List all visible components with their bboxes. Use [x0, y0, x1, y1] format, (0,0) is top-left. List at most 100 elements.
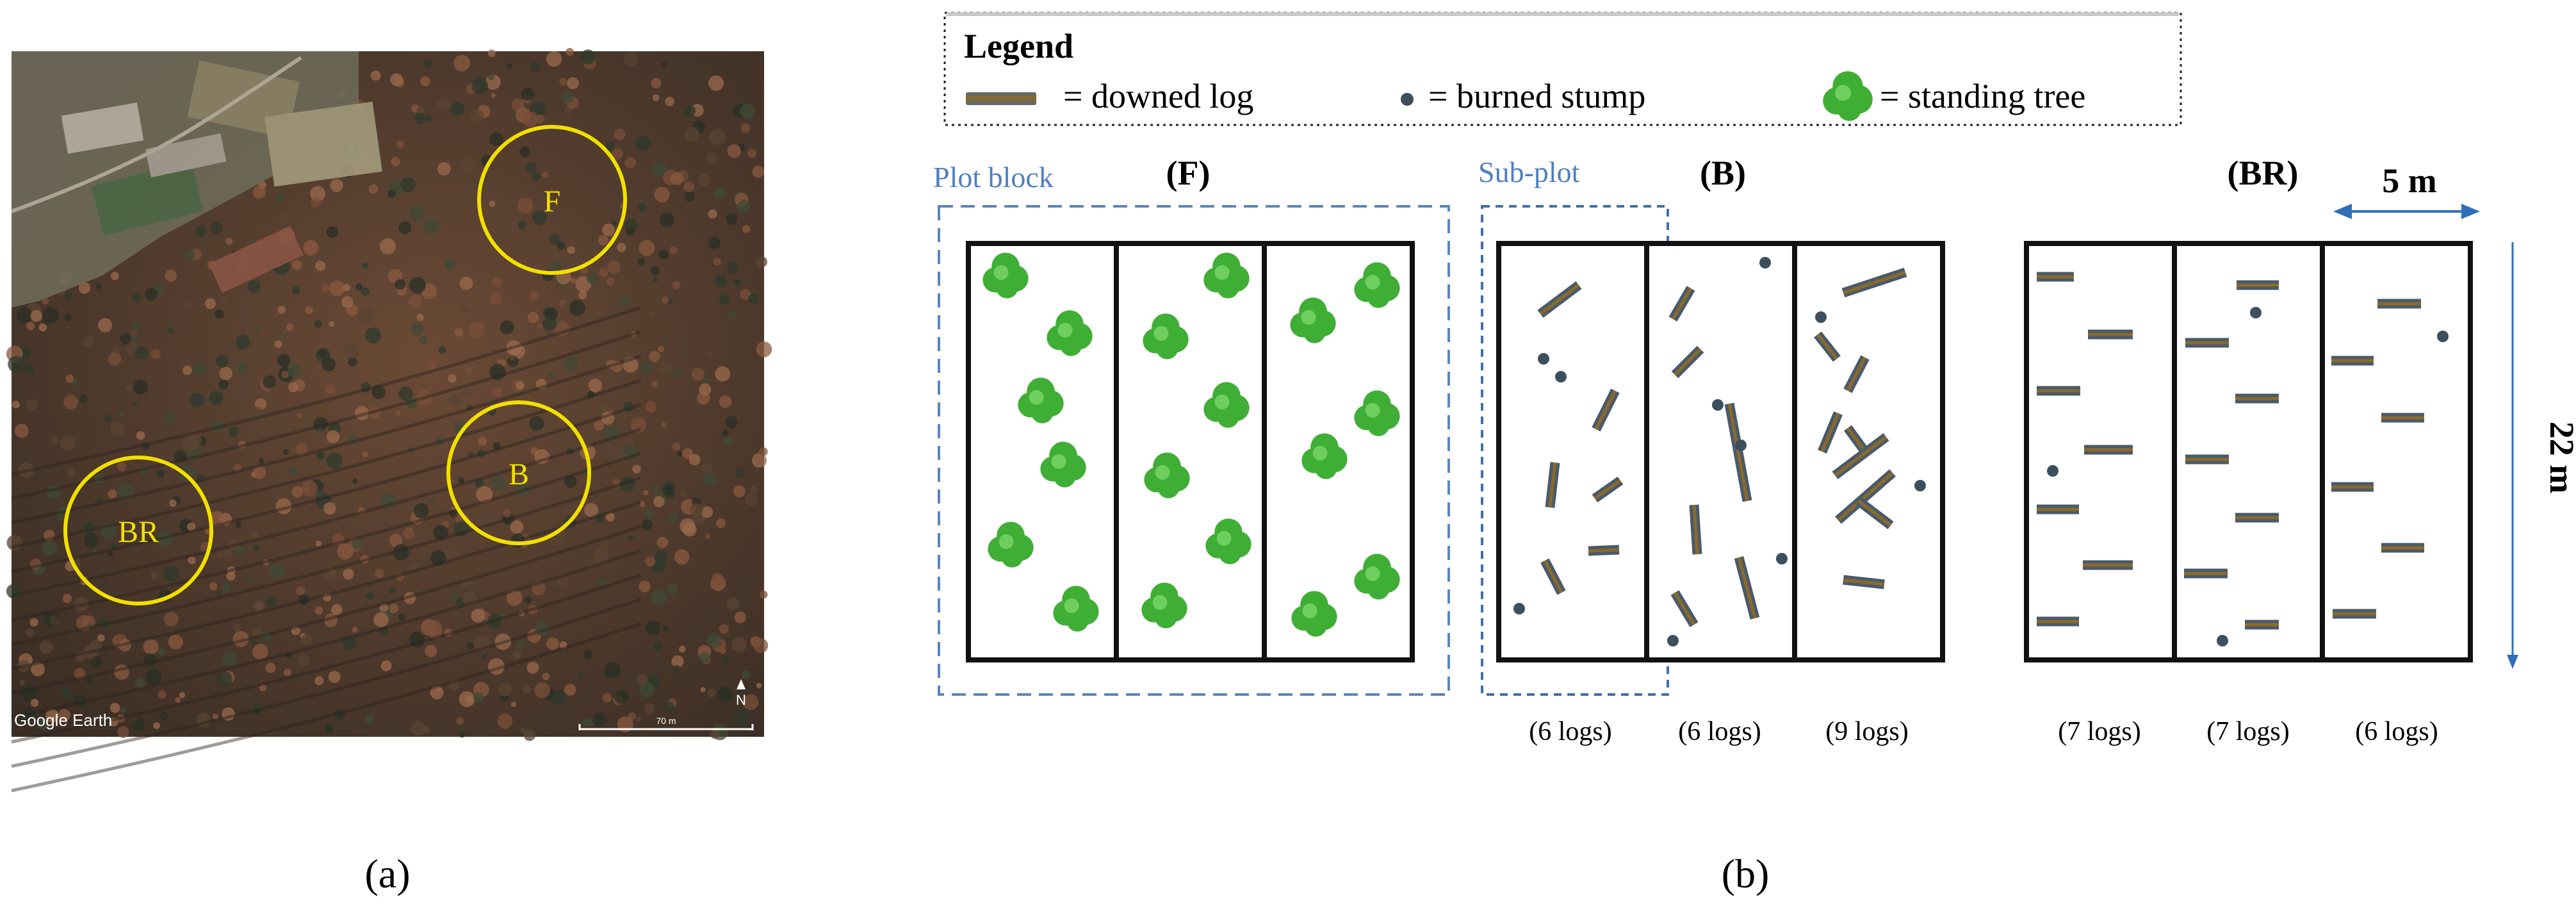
terrain-speckle [277, 306, 286, 314]
downed-log-core [1857, 500, 1892, 527]
terrain-speckle [323, 613, 338, 627]
terrain-speckle [733, 709, 749, 725]
terrain-speckle [183, 300, 193, 310]
terrain-speckle [197, 474, 205, 482]
terrain-speckle [209, 582, 218, 591]
terrain-speckle [599, 268, 608, 277]
terrain-speckle [492, 387, 503, 397]
terrain-speckle [314, 676, 324, 686]
terrain-speckle [414, 113, 426, 124]
terrain-speckle [468, 322, 484, 338]
terrain-speckle [489, 363, 506, 381]
terrain-speckle [286, 324, 294, 331]
terrain-speckle [719, 294, 730, 305]
terrain-speckle [546, 51, 562, 67]
terrain-speckle [186, 522, 196, 531]
terrain-speckle [315, 490, 323, 497]
terrain-speckle [305, 306, 313, 315]
terrain-speckle [735, 468, 745, 478]
terrace-line [11, 622, 641, 793]
terrain-speckle [450, 591, 459, 601]
terrain-speckle [132, 402, 138, 407]
standing-tree-icon [1354, 554, 1400, 600]
terrain-speckle [6, 584, 22, 599]
log-count-br-2: (7 logs) [2206, 717, 2290, 746]
terrain-speckle [719, 395, 732, 408]
terrain-speckle [601, 411, 615, 425]
standing-tree-icon [1203, 252, 1250, 299]
terrain-speckle [325, 384, 336, 395]
terrain-speckle [83, 522, 95, 534]
terrain-speckle [150, 572, 159, 580]
sub-plot-outline [1481, 205, 1669, 696]
terrain-speckle [722, 655, 730, 664]
terrain-speckle [708, 350, 714, 356]
terrain-speckle [691, 368, 705, 381]
terrain-speckle [366, 592, 374, 600]
terrain-speckle [331, 604, 343, 616]
caption-b: (b) [1722, 851, 1770, 896]
downed-log-core [1674, 348, 1702, 376]
terrain-speckle [676, 450, 683, 457]
terrain-speckle [611, 220, 617, 226]
terrain-speckle [44, 529, 55, 541]
terrain-speckle [221, 582, 231, 593]
terrain-speckle [117, 411, 124, 418]
burned-stump [1914, 480, 1926, 491]
terrain-speckle [64, 292, 73, 300]
plot-block-label: Plot block [933, 161, 1054, 193]
terrain-speckle [726, 597, 740, 611]
terrain-speckle [506, 63, 512, 69]
terrain-speckle [158, 648, 166, 655]
terrain-speckle [561, 92, 574, 104]
terrain-speckle [326, 430, 340, 443]
terrain-speckle [551, 689, 566, 705]
terrain-speckle [323, 502, 336, 515]
legend-tree-icon [1823, 71, 1873, 121]
terrain-speckle [12, 400, 20, 409]
terrain-speckle [611, 147, 623, 160]
terrain-speckle [522, 111, 539, 127]
terrain-speckle [125, 342, 138, 355]
terrain-speckle [666, 583, 678, 595]
terrain-speckle [133, 379, 148, 395]
terrain-speckle [559, 641, 567, 649]
terrain-speckle [650, 266, 660, 276]
terrain-speckle [364, 327, 382, 344]
terrain-speckle [683, 181, 694, 192]
terrain-speckle [477, 450, 485, 457]
standing-tree-icon [1053, 586, 1099, 632]
terrain-speckle [304, 425, 314, 436]
terrain-speckle [661, 62, 667, 68]
terrain-speckle [578, 290, 587, 299]
terrain-speckle [448, 679, 460, 691]
terrain-speckle [488, 74, 495, 81]
standing-tree-icon [1018, 377, 1064, 424]
legend: Legend = downed log = burned stump = sta… [943, 12, 2182, 126]
downed-log-core [1820, 413, 1840, 452]
downed-log-core [1816, 333, 1838, 360]
terrain-speckle [175, 697, 181, 703]
terrain-speckle [215, 354, 229, 368]
terrain-speckle [355, 283, 363, 291]
terrain-speckle [90, 639, 102, 652]
terrain-speckle [453, 521, 469, 537]
standing-tree-icon [1301, 433, 1348, 479]
terrain-speckle [593, 548, 609, 565]
terrain-speckle [296, 586, 306, 595]
terrain-speckle [473, 692, 484, 703]
terrain-speckle [292, 286, 300, 295]
terrain-speckle [320, 284, 330, 293]
terrain-speckle [352, 627, 358, 633]
terrace-line [11, 306, 641, 476]
terrain-speckle [411, 721, 426, 736]
width-label: 5 m [2382, 161, 2437, 200]
terrain-speckle [624, 438, 635, 448]
terrain-speckle [398, 386, 413, 401]
terrain-speckle [605, 513, 615, 522]
terrain-speckle [506, 589, 523, 606]
terrain-speckle [117, 462, 127, 472]
terrain-speckle [437, 97, 452, 111]
terrain-speckle [487, 49, 496, 58]
terrain-speckle [653, 641, 662, 651]
